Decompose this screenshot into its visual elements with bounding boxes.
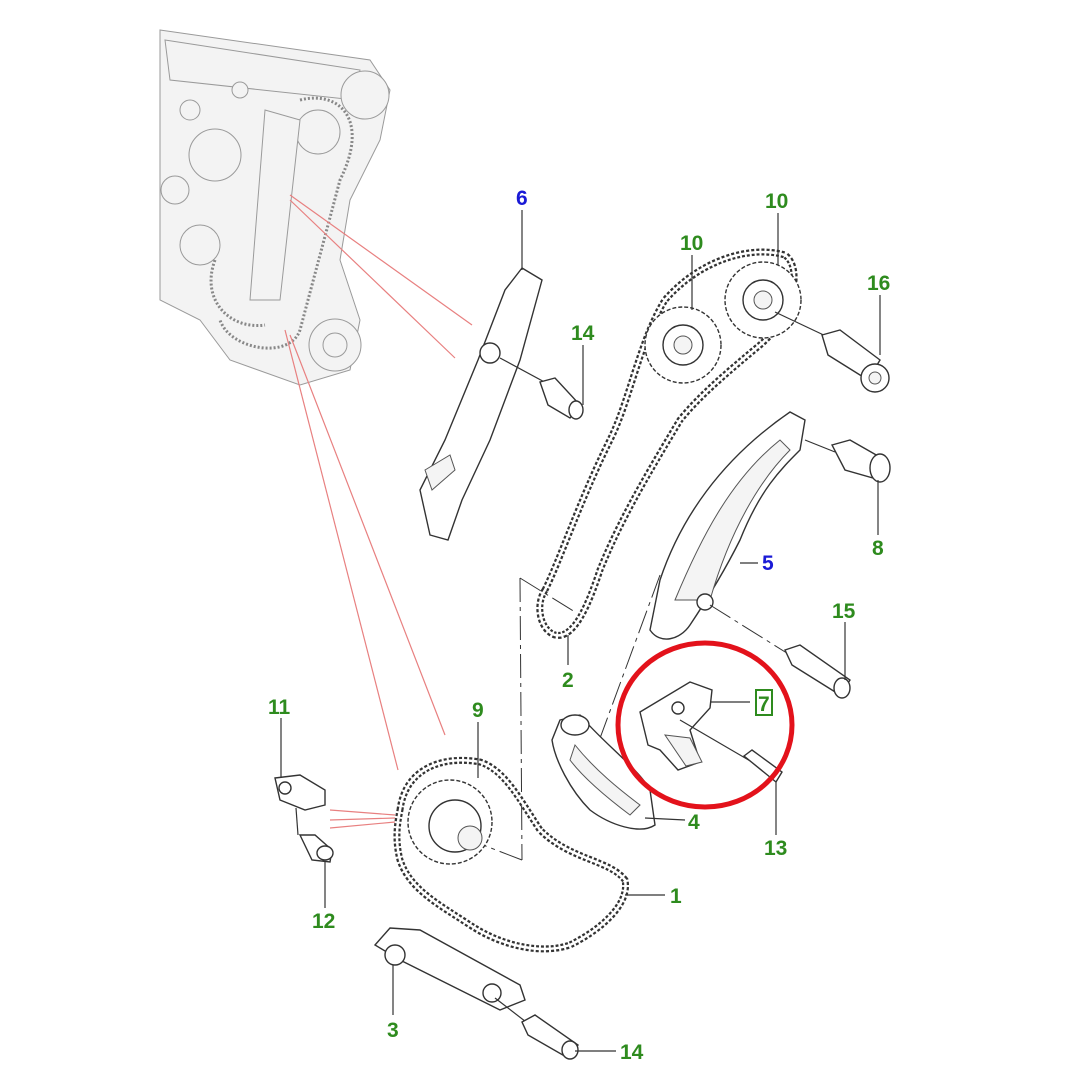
engine-overview-sketch <box>159 29 391 386</box>
guide-bolt-15 <box>709 604 851 699</box>
callout-12: 12 <box>312 910 335 933</box>
reference-leaders <box>284 194 473 829</box>
guide-bolt-lower <box>494 997 580 1060</box>
sprocket-bolt <box>774 311 890 393</box>
tensioner-guide <box>649 411 806 640</box>
lower-chain-tensioner <box>274 774 334 863</box>
callout-13: 13 <box>764 837 787 860</box>
callout-9: 9 <box>472 699 484 722</box>
callout-16: 16 <box>867 272 890 295</box>
crankshaft-sprocket <box>407 779 493 865</box>
callout-4: 4 <box>688 811 700 834</box>
callout-15: 15 <box>832 600 856 623</box>
chain-tensioner <box>804 439 891 483</box>
callout-11: 11 <box>268 696 291 719</box>
camshaft-sprockets <box>644 261 802 384</box>
callout-8: 8 <box>872 537 884 560</box>
lower-chain-guide <box>373 927 526 1011</box>
crankshaft-chain <box>393 756 629 953</box>
lower-tensioner-guide <box>551 714 656 830</box>
callout-10-left: 10 <box>680 232 703 255</box>
guide-bolt-upper <box>499 357 584 420</box>
highlight-label-box <box>755 689 773 716</box>
callout-5: 5 <box>762 552 774 575</box>
upper-chain-guide <box>419 267 543 541</box>
callout-10-right: 10 <box>765 190 788 213</box>
callout-14-lower: 14 <box>620 1041 644 1064</box>
callout-7: 7 <box>758 693 770 716</box>
callout-labels: 1 2 3 4 5 6 7 8 9 10 10 11 12 13 14 14 1… <box>268 187 890 1064</box>
callout-1: 1 <box>670 885 682 908</box>
highlight-circle <box>615 640 795 810</box>
callout-6: 6 <box>516 187 528 210</box>
callout-3: 3 <box>387 1019 399 1042</box>
callout-14-upper: 14 <box>571 322 595 345</box>
callout-2: 2 <box>562 669 574 692</box>
callout-leaders <box>280 210 881 1052</box>
